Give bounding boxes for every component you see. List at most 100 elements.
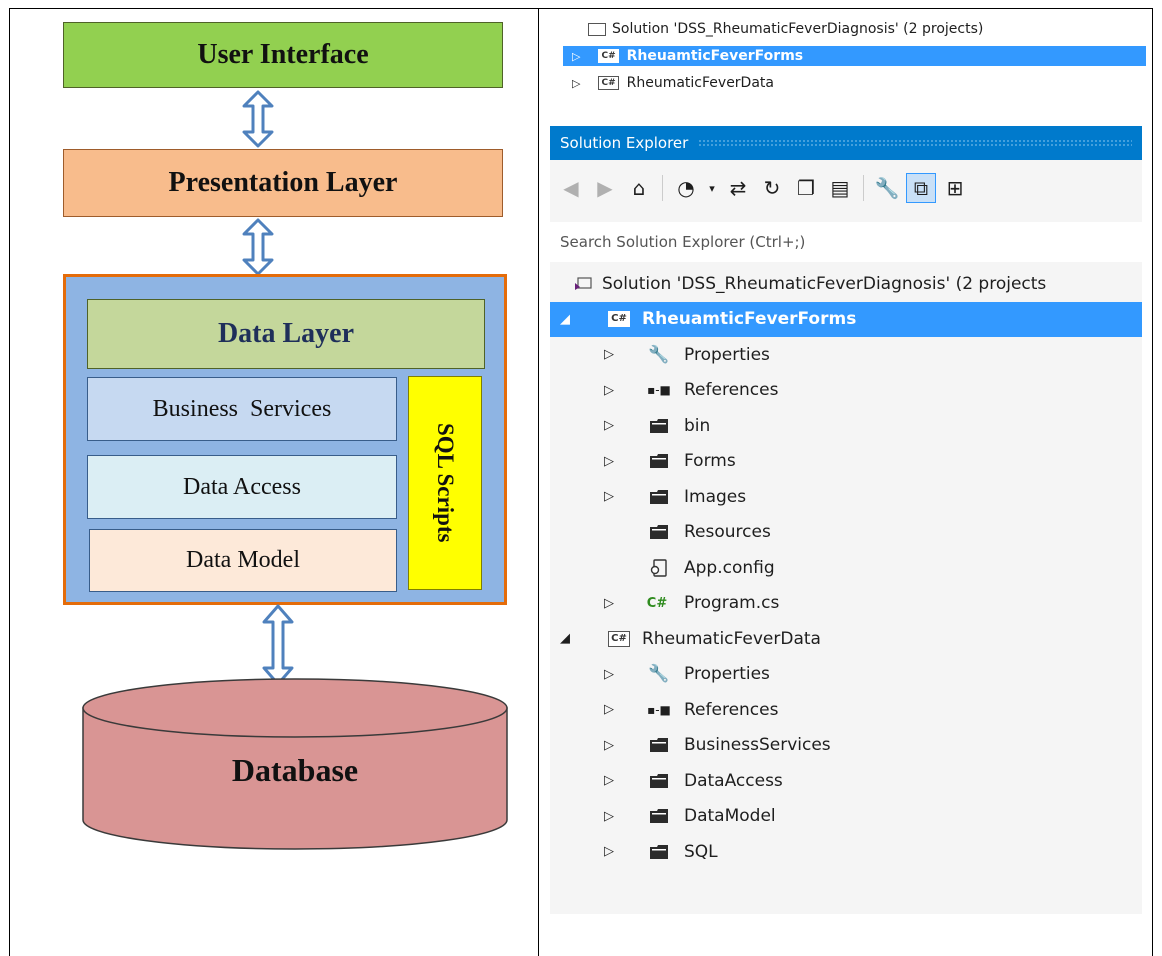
collapse-arrow-icon[interactable]: ◢ [560,311,570,327]
forward-icon[interactable]: ▶ [597,176,613,200]
dropdown-chevron-icon[interactable]: ▾ [709,181,715,195]
tree-item-properties[interactable]: ▷ 🔧 Properties [550,337,1142,373]
snippet-project1-content: ▷ C# RheuamticFeverForms [572,47,803,65]
properties-wrench-icon[interactable]: 🔧 [874,176,900,200]
table-border-left [9,8,10,956]
snippet-project2-row[interactable]: ▷ C# RheumaticFeverData [572,74,774,92]
solution-explorer-panel: Solution Explorer ◀ ▶ ⌂ ◔ ▾ ⇄ ↻ ❐ ▤ 🔧 ⧉ … [550,126,1142,914]
business-services-label: Business Services [152,395,332,422]
tree-item-program-cs[interactable]: ▷ C# Program.cs [550,586,1142,622]
data-layer-label: Data Layer [217,318,355,349]
tree-item-references[interactable]: ▷ ▪-■ References [550,692,1142,728]
collapse-arrow-icon[interactable]: ◢ [560,631,570,647]
collapse-all-icon[interactable]: ❐ [797,176,815,200]
expand-arrow-icon[interactable]: ▷ [604,418,614,434]
tree-item-label: Properties [684,344,770,365]
tree-item-sql[interactable]: ▷ SQL [550,834,1142,870]
folder-icon [648,487,670,507]
folder-icon [648,735,670,755]
tree-item-forms[interactable]: ▷ Forms [550,444,1142,480]
tree-item-data-access[interactable]: ▷ DataAccess [550,763,1142,799]
tree-item-label: Properties [684,664,770,685]
pending-changes-filter-icon[interactable]: ◔ [677,176,695,200]
csharp-project-icon: C# [608,629,630,649]
tree-item-business-services[interactable]: ▷ BusinessServices [550,728,1142,764]
sql-scripts-label: SQL Scripts [433,423,458,543]
tree-item-label: References [684,380,779,401]
solution-icon [572,274,594,294]
csharp-file-icon: C# [646,595,668,611]
tree-item-resources[interactable]: Resources [550,515,1142,551]
folder-icon [648,416,670,436]
data-access-box: Data Access [87,455,397,519]
user-interface-label: User Interface [197,39,369,70]
expand-arrow-icon[interactable]: ▷ [604,808,614,824]
tree-item-properties[interactable]: ▷ 🔧 Properties [550,657,1142,693]
data-layer-box: Data Layer [87,299,485,369]
home-icon[interactable]: ⌂ [632,176,646,200]
presentation-layer-box: Presentation Layer [63,149,503,217]
snippet-solution-label: Solution 'DSS_RheumaticFeverDiagnosis' (… [612,21,984,37]
toolbar-separator [863,175,864,201]
show-all-files-icon[interactable]: ▤ [830,176,850,200]
snippet-project1-row[interactable] [563,46,1146,66]
wrench-icon: 🔧 [648,664,670,685]
tree-item-label: Images [684,486,747,507]
tree-project-data-row[interactable]: ◢ C# RheumaticFeverData [550,621,1142,657]
expand-arrow-icon[interactable]: ▷ [604,666,614,682]
data-model-label: Data Model [186,547,300,573]
toolbar-separator [662,175,663,201]
tree-item-images[interactable]: ▷ Images [550,479,1142,515]
expand-arrow-icon[interactable]: ▷ [604,382,614,398]
back-icon[interactable]: ◀ [563,176,579,200]
table-border-top [9,8,1153,9]
expand-arrow-icon[interactable]: ▷ [604,737,614,753]
expand-arrow-icon[interactable]: ▷ [604,347,614,363]
tree-solution-label: Solution 'DSS_RheumaticFeverDiagnosis' (… [602,273,1047,294]
view-class-diagram-icon[interactable]: ⊞ [946,176,964,200]
presentation-layer-label: Presentation Layer [168,167,398,198]
double-arrow-1 [242,90,274,148]
tree-item-label: SQL [684,841,718,862]
preview-selected-items-icon[interactable]: ⧉ [906,173,936,203]
expand-arrow-icon[interactable]: ▷ [604,844,614,860]
tree-item-label: App.config [684,557,775,578]
folder-icon [648,771,670,791]
sync-with-active-document-icon[interactable]: ⇄ [729,176,747,200]
table-border-middle [538,8,539,956]
expand-arrow-icon: ▷ [572,49,581,63]
data-access-label: Data Access [183,473,301,500]
data-model-box: Data Model [89,529,397,592]
search-placeholder: Search Solution Explorer (Ctrl+;) [560,233,806,251]
solution-explorer-titlebar: Solution Explorer [550,126,1142,160]
tree-item-bin[interactable]: ▷ bin [550,408,1142,444]
solution-explorer-toolbar: ◀ ▶ ⌂ ◔ ▾ ⇄ ↻ ❐ ▤ 🔧 ⧉ ⊞ [550,160,1142,216]
database-label-wrap: Database [80,740,510,800]
tree-item-label: DataModel [684,806,776,827]
expand-arrow-icon[interactable]: ▷ [604,453,614,469]
snippet-project2-label: RheumaticFeverData [626,75,774,91]
tree-project-forms-row[interactable]: ◢ C# RheuamticFeverForms [550,301,1142,337]
tree-item-label: DataAccess [684,770,783,791]
tree-item-app-config[interactable]: App.config [550,550,1142,586]
table-border-right [1152,8,1153,956]
double-arrow-2 [242,218,274,276]
wrench-icon: 🔧 [648,344,670,365]
solution-tree: Solution 'DSS_RheumaticFeverDiagnosis' (… [550,266,1142,870]
expand-arrow-icon[interactable]: ▷ [604,702,614,718]
folder-icon [648,806,670,826]
user-interface-box: User Interface [63,22,503,88]
search-solution-explorer-input[interactable]: Search Solution Explorer (Ctrl+;) [550,222,1142,262]
expand-arrow-icon[interactable]: ▷ [604,773,614,789]
expand-arrow-icon[interactable]: ▷ [604,489,614,505]
expand-arrow-icon[interactable]: ▷ [604,595,614,611]
solution-icon [588,22,606,36]
tree-item-label: References [684,699,779,720]
refresh-icon[interactable]: ↻ [763,176,781,200]
tree-item-data-model[interactable]: ▷ DataModel [550,799,1142,835]
tree-item-references[interactable]: ▷ ▪-■ References [550,373,1142,409]
folder-icon [648,842,670,862]
expand-arrow-icon: ▷ [572,76,581,90]
snippet-solution-row[interactable]: Solution 'DSS_RheumaticFeverDiagnosis' (… [588,20,983,38]
tree-solution-row[interactable]: Solution 'DSS_RheumaticFeverDiagnosis' (… [550,266,1142,302]
